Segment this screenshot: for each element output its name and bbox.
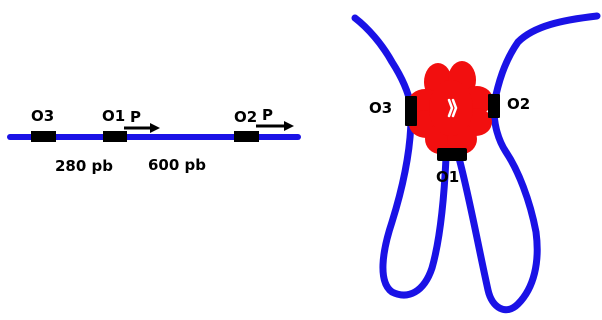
promoter-label-2: P [262,106,273,124]
loop-operator-label-o1: O1 [436,168,459,186]
loop-operator-label-o2: O2 [507,95,530,113]
repressor-complex [408,61,493,154]
operator-box-o1 [103,131,127,142]
dna-upper-right-strand [490,12,601,108]
loop-operator-box-o1 [437,148,467,161]
loop-operator-box-o3 [405,96,417,126]
dna-upper-left-strand [351,14,415,110]
promoter-arrow-1 [124,123,160,133]
loop-model: O3 O2 O1 [351,12,601,314]
promoter-label-1: P [130,108,141,126]
linear-map: O3 O1 O2 P P 280 pb 600 pb [7,106,301,175]
operator-box-o3 [31,131,56,142]
distance-label-280: 280 pb [55,157,113,175]
distance-label-600: 600 pb [148,156,206,174]
operator-box-o2 [234,131,259,142]
operator-label-o2: O2 [234,108,257,126]
repressor-center-highlight [447,98,458,118]
loop-operator-label-o3: O3 [369,99,392,117]
dna-right-loop [455,106,541,314]
operator-label-o1: O1 [102,107,125,125]
operator-label-o3: O3 [31,107,54,125]
loop-operator-box-o2 [488,94,500,118]
promoter-arrow-2 [256,121,294,131]
dna-left-loop [379,106,450,299]
